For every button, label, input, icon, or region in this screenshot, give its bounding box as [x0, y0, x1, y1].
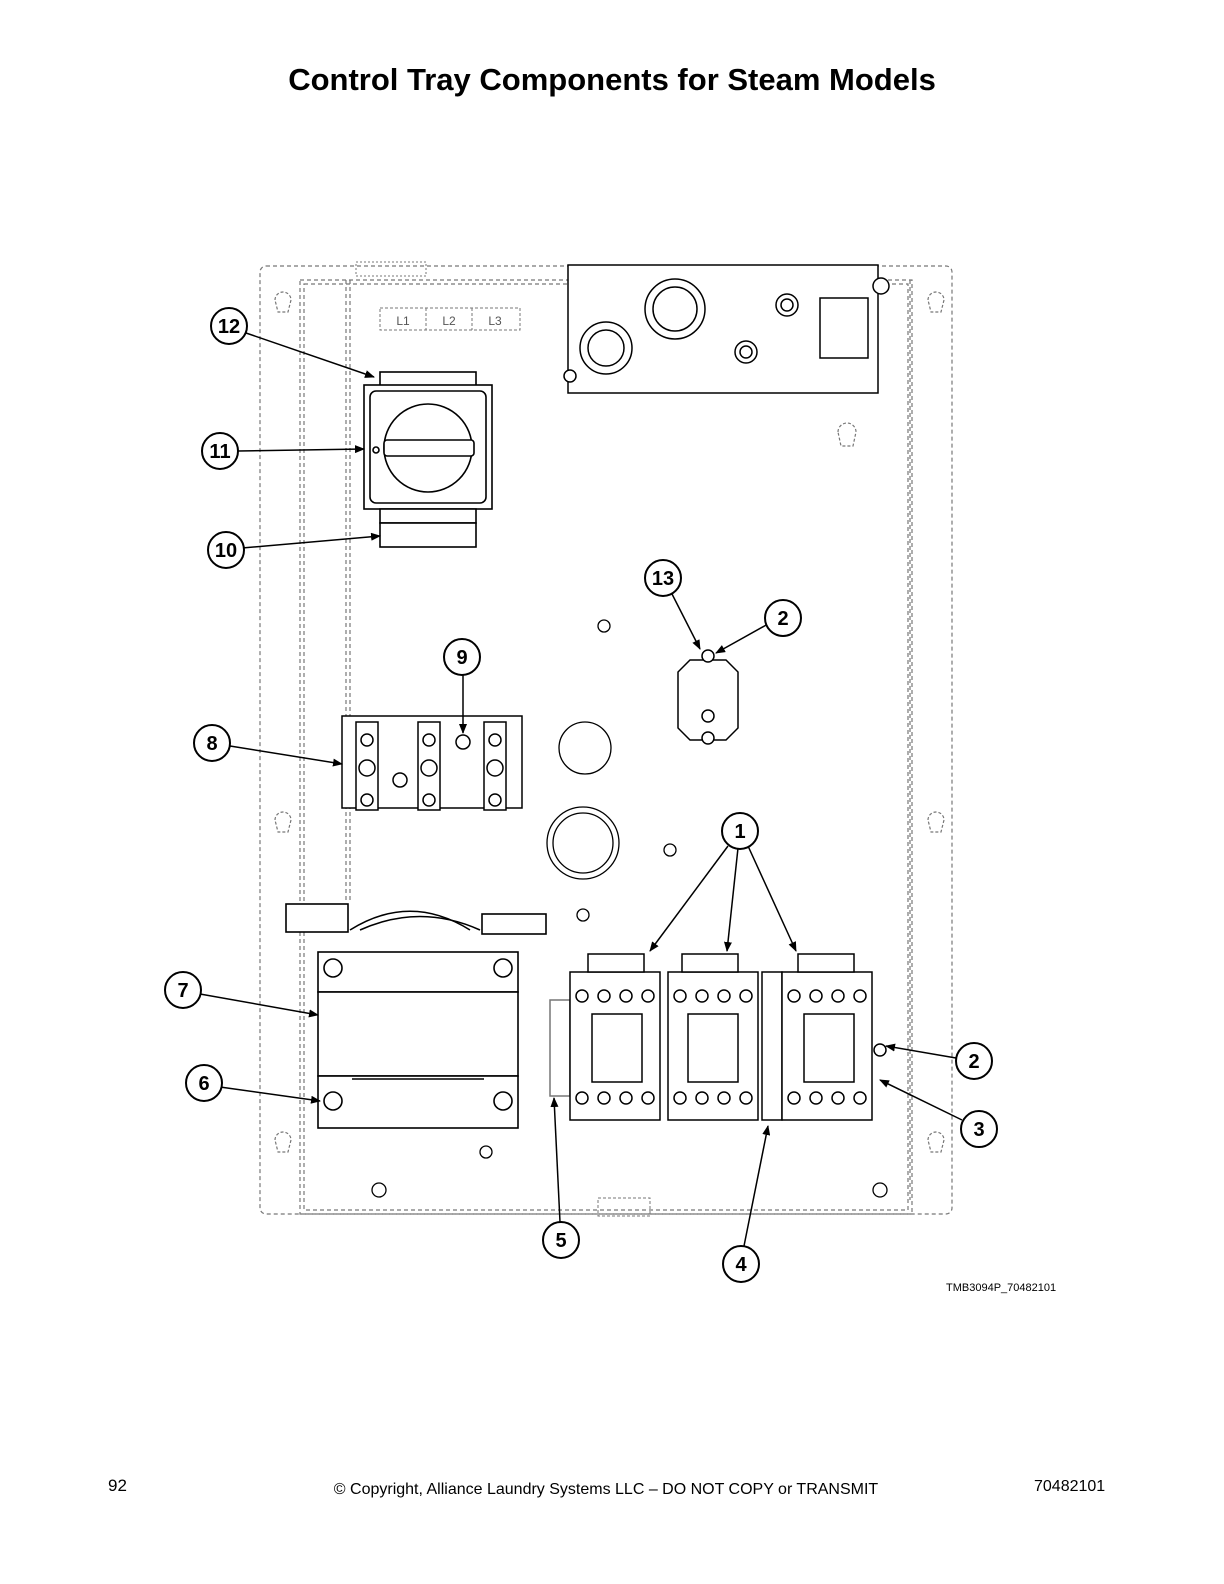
callout-9: 9 [443, 638, 481, 676]
transformer [285, 903, 547, 1129]
callout-8: 8 [193, 724, 231, 762]
callout-3: 3 [960, 1110, 998, 1148]
panel-features [371, 619, 888, 1198]
svg-text:9: 9 [456, 647, 467, 669]
svg-text:4: 4 [735, 1254, 747, 1276]
svg-text:11: 11 [209, 441, 230, 463]
fuse-panel [563, 264, 890, 394]
terminal-label-l2: L2 [442, 314, 456, 328]
mounting-keyholes [274, 291, 945, 1153]
fuse-blocks [341, 715, 523, 811]
callout-7: 7 [164, 971, 202, 1009]
leader-lines [199, 332, 963, 1247]
terminal-block: L1 L2 L3 [355, 261, 521, 331]
terminal-label-l3: L3 [488, 314, 502, 328]
bottom-connector [597, 1197, 651, 1217]
callout-12: 12 [210, 307, 248, 345]
callout-5: 5 [542, 1221, 580, 1259]
svg-text:5: 5 [555, 1230, 566, 1252]
svg-text:3: 3 [973, 1119, 984, 1141]
copyright-notice: © Copyright, Alliance Laundry Systems LL… [333, 1481, 879, 1498]
callout-2-bottom: 2 [955, 1042, 993, 1080]
tray-outline [259, 265, 953, 1215]
contactors [549, 953, 887, 1121]
callout-1: 1 [721, 812, 759, 850]
page-title: Control Tray Components for Steam Models [288, 62, 936, 97]
document-number: 70482101 [1034, 1478, 1106, 1495]
callout-11: 11 [201, 432, 239, 470]
svg-text:2: 2 [968, 1051, 979, 1073]
terminal-label-l1: L1 [396, 314, 410, 328]
svg-text:7: 7 [177, 980, 188, 1002]
svg-text:6: 6 [198, 1073, 209, 1095]
figure-id: TMB3094P_70482101 [946, 1282, 1057, 1294]
callout-13: 13 [644, 559, 682, 597]
disconnect-switch [363, 371, 493, 548]
callout-4: 4 [722, 1245, 760, 1283]
callouts: 12 11 10 13 2 9 8 1 7 2 6 3 5 4 [164, 307, 998, 1283]
svg-text:1: 1 [734, 821, 745, 843]
svg-text:8: 8 [206, 733, 217, 755]
svg-text:2: 2 [777, 608, 788, 630]
svg-text:10: 10 [215, 540, 237, 562]
callout-10: 10 [207, 531, 245, 569]
callout-2-top: 2 [764, 599, 802, 637]
relay [677, 649, 739, 745]
callout-6: 6 [185, 1064, 223, 1102]
svg-text:13: 13 [652, 568, 674, 590]
svg-text:12: 12 [218, 316, 240, 338]
page-number: 92 [108, 1476, 127, 1495]
